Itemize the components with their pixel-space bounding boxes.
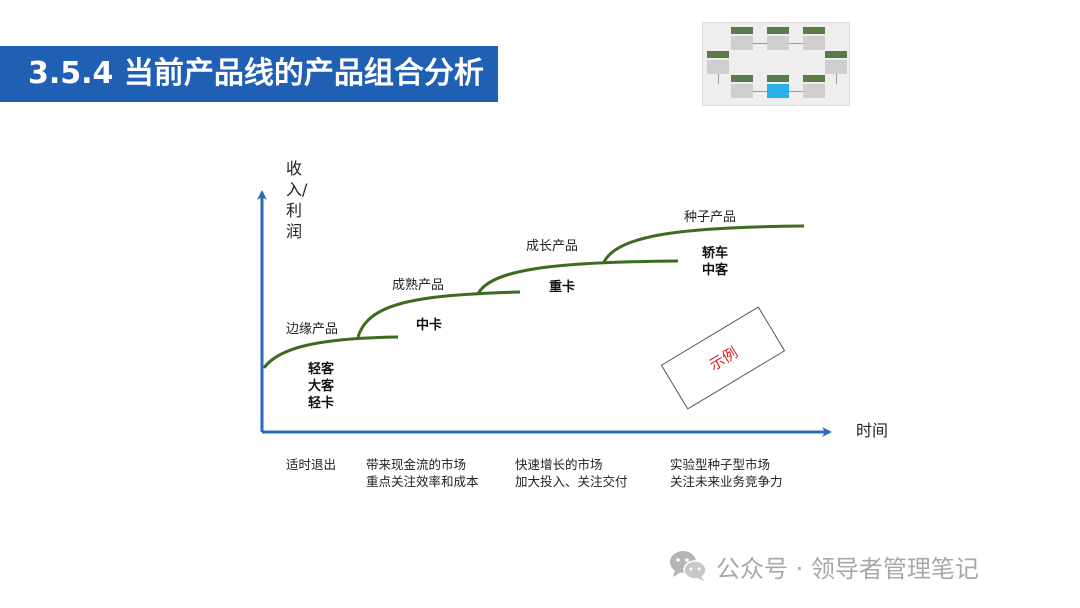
thumb-connector	[753, 43, 767, 44]
curve-mature	[356, 290, 521, 338]
y-axis-label-part: 收	[286, 159, 303, 178]
thumb-box	[731, 36, 753, 50]
note-line: 加大投入、关注交付	[515, 474, 628, 489]
product-item: 中客	[702, 263, 729, 278]
title-banner: 3.5.4 当前产品线的产品组合分析	[0, 46, 498, 102]
stage-note-seed: 实验型种子型市场 关注未来业务竞争力	[670, 456, 783, 490]
product-list-growth: 重卡	[549, 279, 575, 296]
stage-label-growth: 成长产品	[526, 239, 579, 254]
product-item: 中卡	[416, 318, 443, 333]
thumb-box	[825, 60, 847, 74]
product-item: 轻客	[308, 362, 335, 377]
stage-label-mature: 成熟产品	[392, 278, 445, 293]
watermark-text: 公众号 · 领导者管理笔记	[716, 554, 979, 583]
note-line: 重点关注效率和成本	[366, 474, 479, 489]
stage-label-edge: 边缘产品	[286, 322, 339, 337]
thumb-connector	[789, 43, 803, 44]
page-title: 3.5.4 当前产品线的产品组合分析	[28, 56, 484, 91]
thumb-box	[767, 36, 789, 50]
example-stamp-text: 示例	[705, 342, 741, 374]
thumb-tag	[803, 75, 825, 82]
watermark: 公众号 · 领导者管理笔记	[668, 546, 979, 586]
note-line: 带来现金流的市场	[366, 457, 467, 472]
curve-edge	[262, 335, 399, 369]
thumb-box	[803, 84, 825, 98]
product-item: 重卡	[549, 280, 576, 295]
thumb-connector	[718, 74, 719, 84]
process-thumbnail	[702, 22, 850, 106]
thumb-connector	[836, 74, 837, 84]
thumb-box-highlighted	[767, 84, 789, 98]
product-item: 轿车	[702, 246, 729, 261]
y-axis-label-part: 润	[286, 222, 303, 241]
thumb-connector	[753, 91, 767, 92]
y-axis-label-part: 入/	[286, 180, 308, 199]
curve-seed	[602, 224, 805, 263]
thumb-tag	[803, 27, 825, 34]
product-list-edge: 轻客 大客 轻卡	[308, 361, 334, 412]
curve-growth	[476, 259, 679, 295]
thumb-box	[707, 60, 729, 74]
y-axis-label: 收 入/ 利 润	[286, 158, 310, 242]
y-axis-label-part: 利	[286, 201, 303, 220]
thumb-box	[731, 84, 753, 98]
stage-note-edge: 适时退出	[286, 456, 336, 473]
thumb-connector	[789, 91, 803, 92]
wechat-icon	[670, 551, 707, 581]
thumb-tag	[767, 27, 789, 34]
thumb-tag	[731, 75, 753, 82]
note-line: 关注未来业务竞争力	[670, 474, 783, 489]
stage-note-mature: 带来现金流的市场 重点关注效率和成本	[366, 456, 479, 490]
note-line: 适时退出	[286, 457, 337, 472]
x-axis-label: 时间	[856, 421, 889, 440]
thumb-tag	[707, 51, 729, 58]
stage-note-growth: 快速增长的市场 加大投入、关注交付	[515, 456, 628, 490]
note-line: 快速增长的市场	[515, 457, 603, 472]
thumb-tag	[767, 75, 789, 82]
product-list-mature: 中卡	[416, 317, 442, 334]
thumb-box	[803, 36, 825, 50]
thumb-tag	[825, 51, 847, 58]
product-item: 轻卡	[308, 396, 335, 411]
note-line: 实验型种子型市场	[670, 457, 771, 472]
thumb-tag	[731, 27, 753, 34]
stage-label-seed: 种子产品	[684, 210, 737, 225]
product-list-seed: 轿车 中客	[702, 245, 728, 279]
product-item: 大客	[308, 379, 335, 394]
